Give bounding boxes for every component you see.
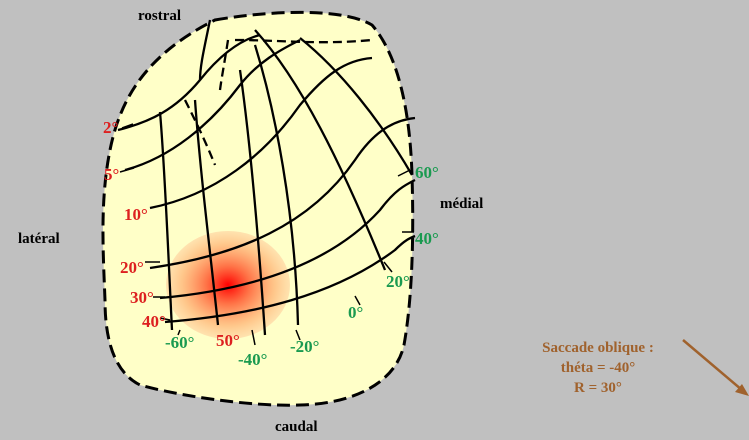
colliculus-outline	[101, 10, 415, 407]
dashed-meridians	[183, 38, 373, 166]
amplitude-label-2: 2°	[103, 118, 118, 137]
amplitude-label-50: 50°	[216, 331, 240, 350]
label-rostral: rostral	[138, 8, 181, 24]
amplitude-label-30: 30°	[130, 288, 154, 307]
label-leaders	[119, 123, 414, 346]
direction-label-minus60: -60°	[165, 333, 194, 352]
amplitude-label-40: 40°	[142, 312, 166, 331]
direction-label-minus40: -40°	[238, 350, 267, 369]
label-lateral: latéral	[18, 231, 60, 247]
amplitude-label-10: 10°	[124, 205, 148, 224]
amplitude-label-5: 5°	[104, 165, 119, 184]
annotation-line-1: Saccade oblique :	[542, 340, 654, 356]
saccade-arrow	[682, 339, 743, 391]
direction-label-60: 60°	[415, 163, 439, 182]
direction-label-40: 40°	[415, 229, 439, 248]
direction-isolines	[158, 19, 413, 336]
activity-hotspot	[166, 231, 290, 339]
label-caudal: caudal	[275, 419, 318, 435]
annotation-line-2: théta = -40°	[561, 360, 636, 376]
label-medial: médial	[440, 196, 483, 212]
amplitude-label-20: 20°	[120, 258, 144, 277]
annotation-line-3: R = 30°	[574, 380, 622, 396]
direction-label-0: 0°	[348, 303, 363, 322]
arrow-head	[735, 384, 749, 396]
direction-label-minus20: -20°	[290, 337, 319, 356]
direction-label-20: 20°	[386, 272, 410, 291]
